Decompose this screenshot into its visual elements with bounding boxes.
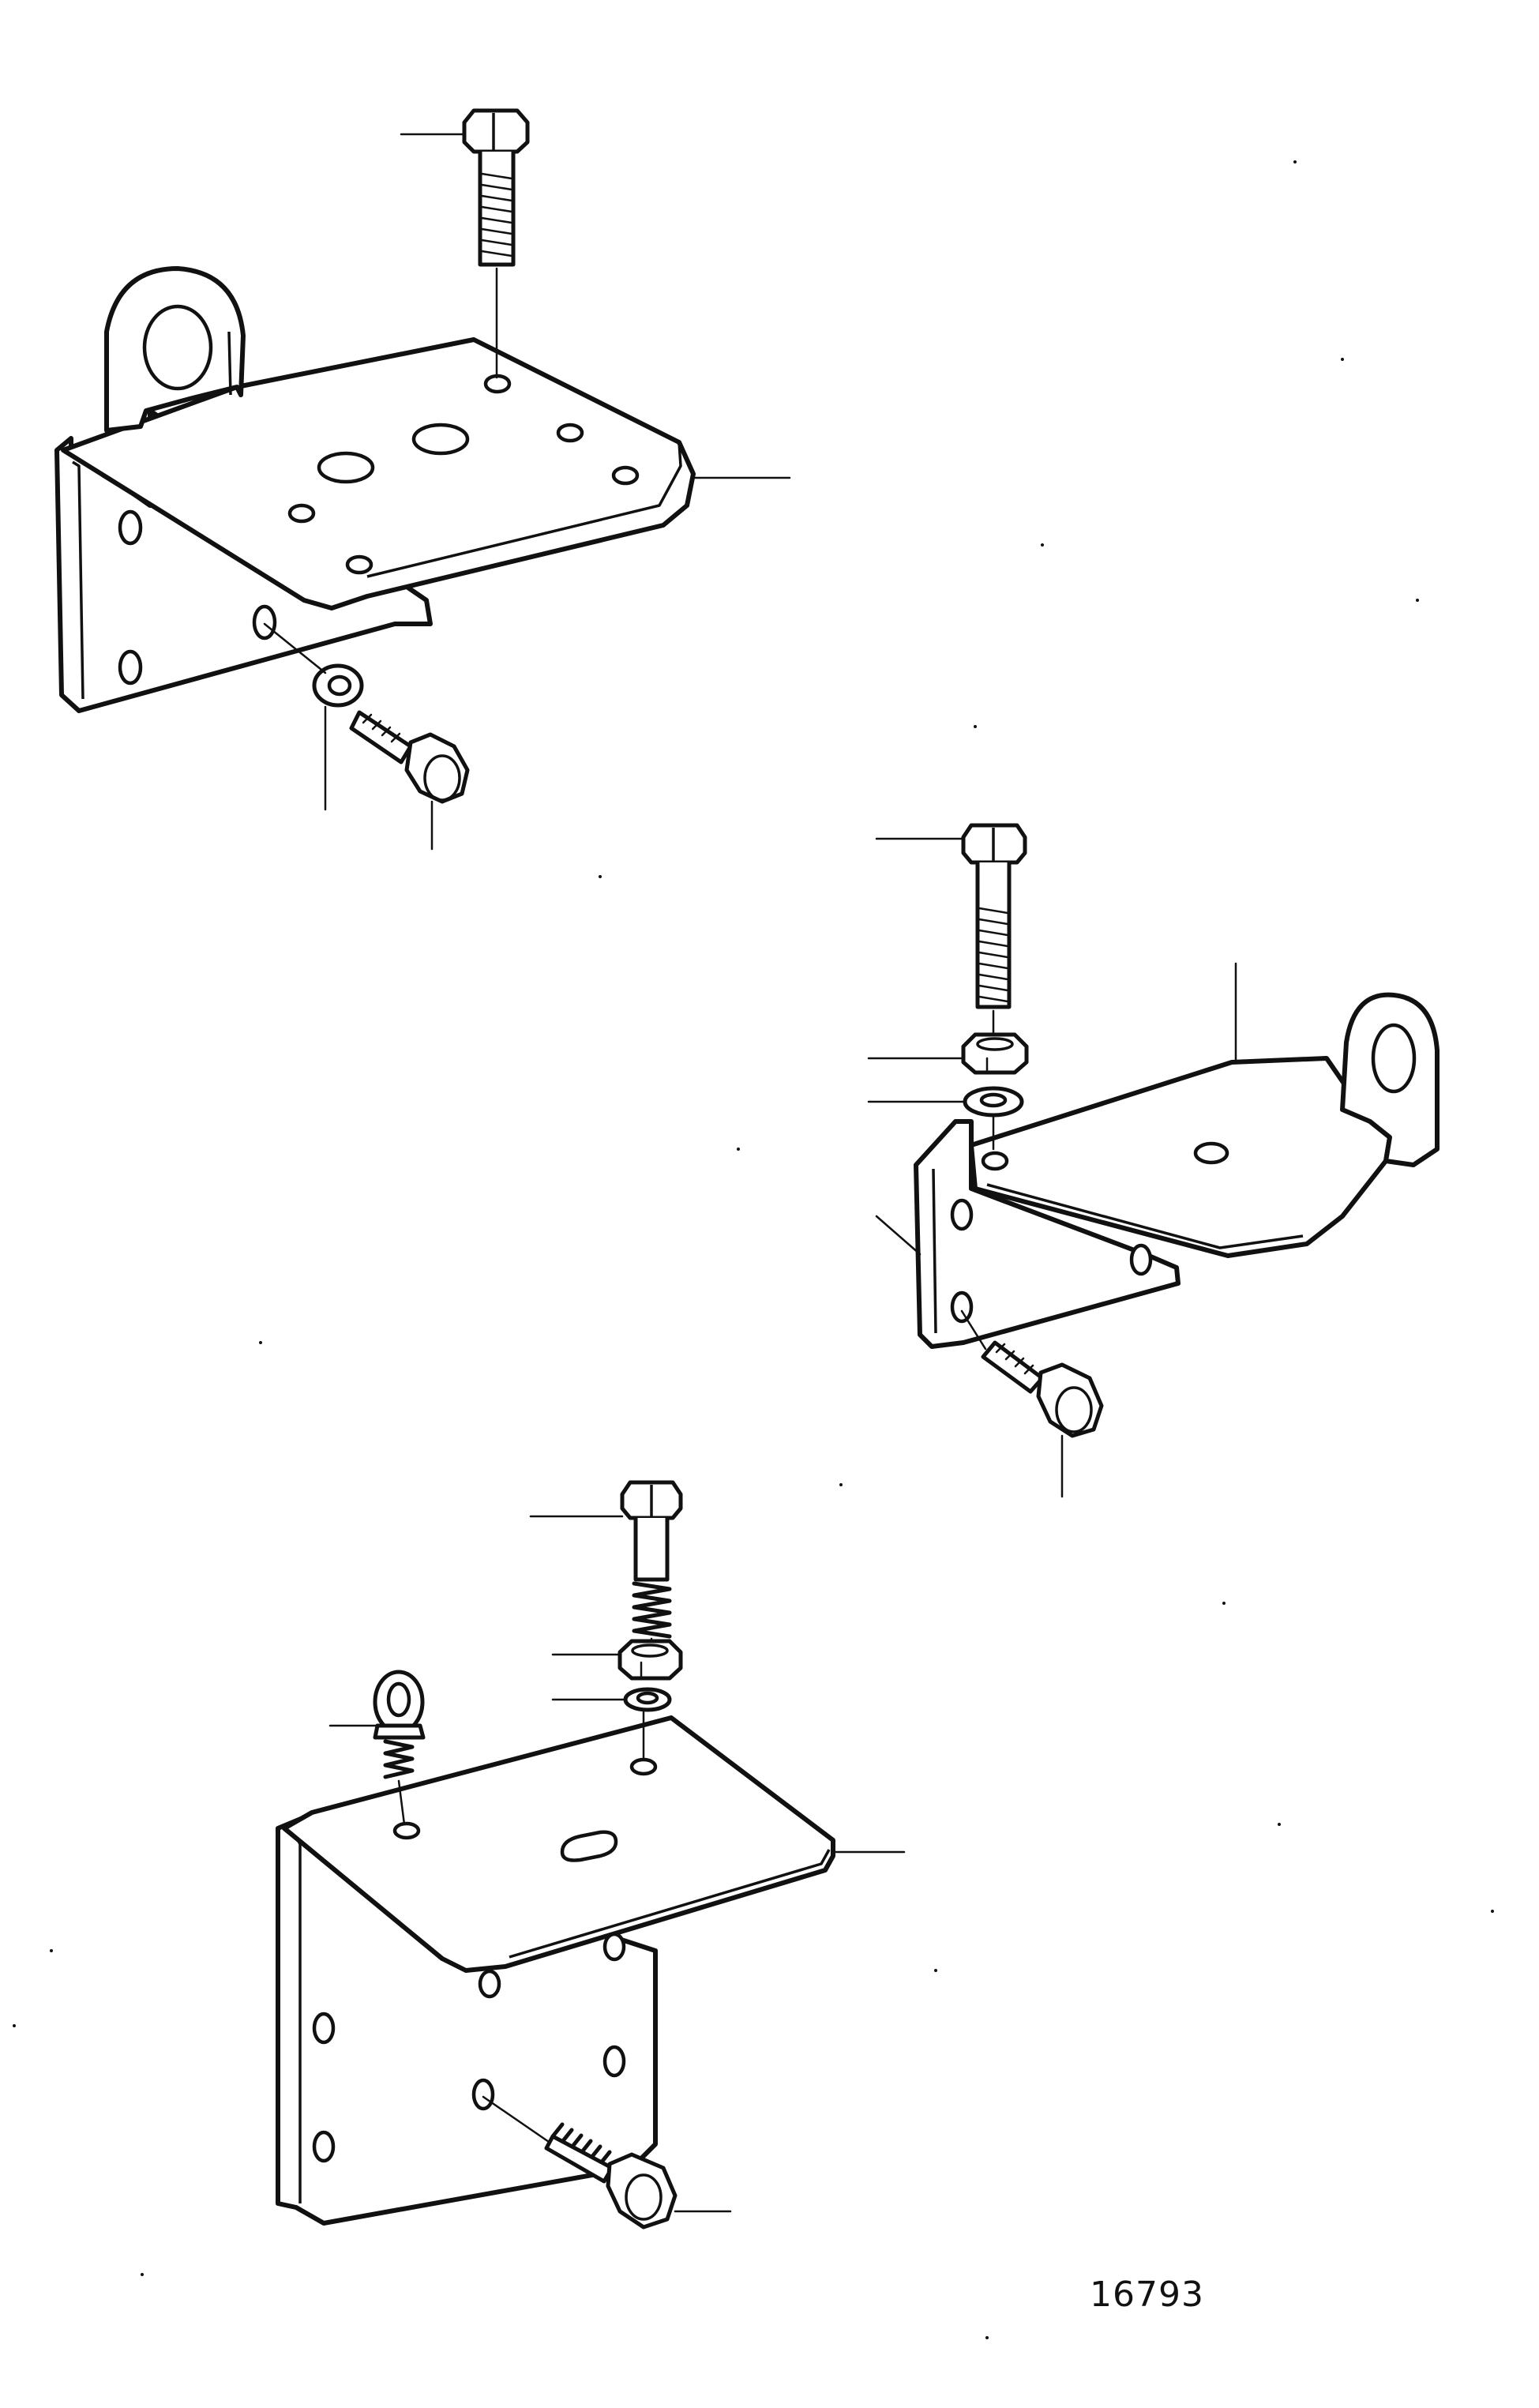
bracket-3-flange-hole — [471, 2078, 495, 2111]
bracket-3-flange-hole — [312, 2012, 336, 2045]
screw-2 — [960, 1309, 1104, 1438]
figure-number: 16793 — [1090, 2275, 1204, 2315]
bolt-2 — [961, 823, 1027, 1036]
screw-1 — [349, 710, 470, 804]
bracket-3-slot — [560, 1830, 618, 1862]
bracket-1-ear-hole — [142, 304, 213, 391]
bracket-2-hole — [1193, 1141, 1229, 1165]
bracket-1-hole — [317, 451, 375, 484]
bolt-3 — [620, 1480, 683, 1644]
bracket-1-top-plate — [61, 337, 696, 610]
assembly-lower — [276, 1480, 906, 2230]
bracket-1-hole — [483, 374, 512, 394]
print-specks — [13, 160, 1494, 2339]
bracket-1-ear-edge — [227, 331, 232, 396]
bracket-1-hole — [287, 503, 316, 524]
bracket-3-flange-hole — [312, 2130, 336, 2163]
bracket-2-ear-hole — [1371, 1023, 1417, 1094]
assembly-line — [397, 1779, 406, 1826]
bracket-2-flange-hole — [1129, 1243, 1153, 1276]
bolt-1 — [462, 108, 530, 379]
bracket-3-top-plate — [282, 1715, 835, 1973]
bracket-2-flange-edge — [932, 1168, 937, 1334]
bracket-3-hole — [629, 1757, 658, 1776]
bracket-2-flange-hole — [950, 1198, 974, 1231]
bracket-3-flange-hole — [602, 1932, 626, 1962]
assembly-line — [960, 1309, 987, 1351]
nut-2 — [961, 1032, 1029, 1075]
bracket-1-hole — [411, 423, 470, 456]
assembly-line — [263, 622, 327, 674]
assembly-upper-left — [54, 108, 791, 851]
bracket-2-hole — [981, 1151, 1009, 1171]
bracket-3-flange-hole — [602, 2045, 626, 2078]
bracket-1-top-plate-edge — [366, 441, 682, 578]
bracket-1-flange-hole — [118, 649, 143, 686]
bracket-1-flange-hole — [118, 509, 143, 546]
bracket-2-vertical-flange — [914, 1119, 1181, 1349]
bracket-3-flange-hole — [478, 1969, 501, 1999]
bracket-1-flange-hole — [252, 604, 277, 641]
bracket-1-hole — [345, 554, 373, 575]
bracket-3-hole — [392, 1821, 421, 1840]
bracket-2-top-plate-edge — [986, 1183, 1304, 1249]
bracket-1-hole — [611, 465, 640, 486]
washer-3 — [623, 1687, 672, 1761]
bracket-2-flange-hole — [950, 1290, 974, 1324]
eye-bolt-3 — [373, 1670, 426, 1826]
screw-3 — [482, 2095, 678, 2230]
bracket-3-top-plate-edge — [509, 1849, 831, 1959]
assembly-middle-right — [867, 823, 1440, 1498]
nut-3 — [617, 1639, 683, 1681]
washer-1 — [263, 622, 364, 708]
bracket-1-flange-edge — [72, 460, 84, 700]
assembly-line — [482, 2095, 550, 2143]
bracket-1-hole — [556, 423, 584, 443]
leader-line — [875, 1215, 922, 1256]
